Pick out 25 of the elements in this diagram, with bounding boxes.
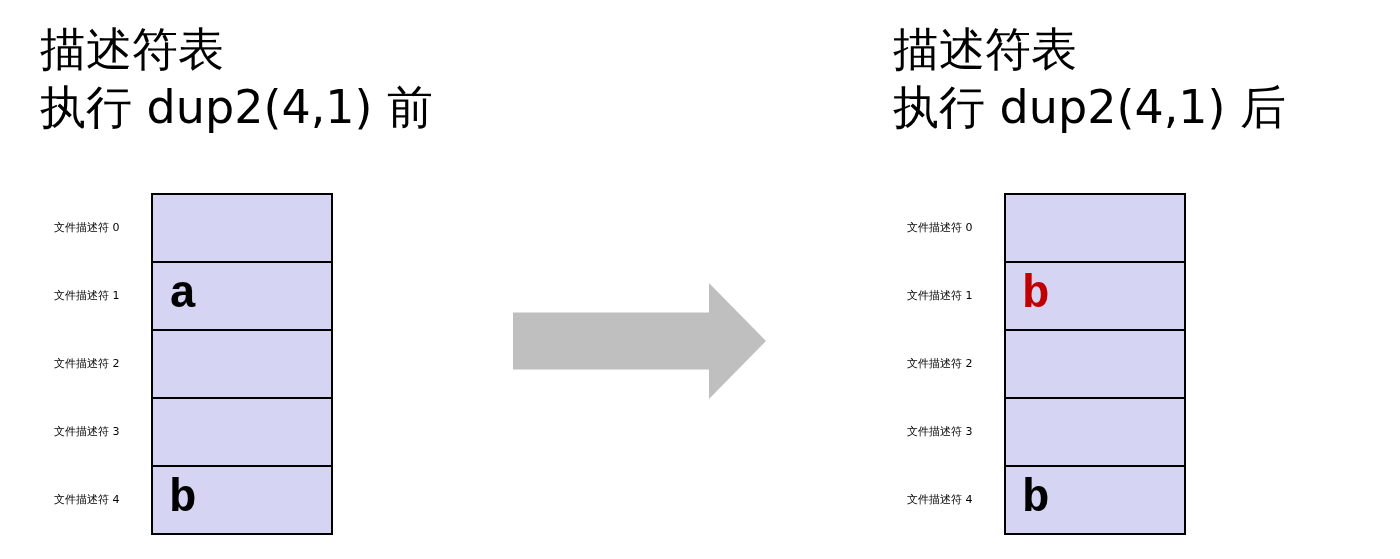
row-label: 文件描述符 0: [907, 220, 973, 235]
row-label: 文件描述符 2: [907, 356, 973, 371]
row-label: 文件描述符 4: [907, 492, 973, 507]
arrow: [513, 283, 766, 399]
row-label: 文件描述符 3: [907, 424, 973, 439]
table-heading: 执行 dup2(4,1) 后: [893, 79, 1287, 136]
table-cell: [1004, 329, 1186, 399]
row-label: 文件描述符 0: [54, 220, 120, 235]
table-cell: [1004, 397, 1186, 467]
row-label: 文件描述符 1: [907, 288, 973, 303]
table-cell: [151, 329, 333, 399]
table-cell: a: [151, 261, 333, 331]
row-label: 文件描述符 2: [54, 356, 120, 371]
table-cell: b: [1004, 465, 1186, 535]
table-cell: [151, 193, 333, 263]
table-cell: b: [151, 465, 333, 535]
table-heading: 执行 dup2(4,1) 前: [40, 79, 434, 136]
table-heading: 描述符表: [40, 21, 224, 78]
table-cell: [1004, 193, 1186, 263]
row-label: 文件描述符 3: [54, 424, 120, 439]
table-heading: 描述符表: [893, 21, 1077, 78]
table-cell: b: [1004, 261, 1186, 331]
row-label: 文件描述符 1: [54, 288, 120, 303]
table-cell: [151, 397, 333, 467]
row-label: 文件描述符 4: [54, 492, 120, 507]
